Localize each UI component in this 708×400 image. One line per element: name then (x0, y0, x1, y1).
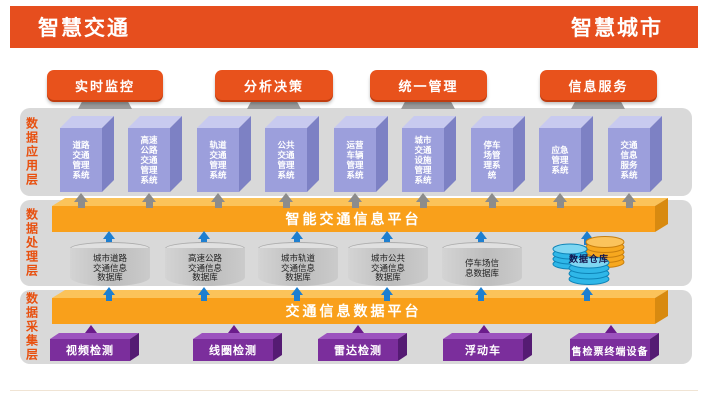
button-unified-management: 统一管理 (370, 70, 487, 100)
data-warehouse-stack-icon (552, 236, 625, 285)
source-box-floating-car: 浮动车 (443, 339, 523, 361)
database-cylinder-urban-road: 城市道路 交通信息 数据库 (70, 242, 150, 286)
up-arrow-icon (142, 193, 156, 208)
system-box-road-traffic: 道路 交通 管理 系统 (60, 128, 102, 192)
layer-label-processing: 数据处理层 (24, 208, 39, 278)
up-arrow-icon (485, 193, 499, 208)
up-arrow-icon (211, 193, 225, 208)
system-box-label: 轨道 交通 管理 系统 (209, 140, 227, 180)
database-cylinder-parking: 停车场信 息数据库 (442, 242, 522, 286)
database-cylinder-public-transport: 城市公共 交通信息 数据库 (348, 242, 428, 286)
up-arrow-icon (416, 193, 430, 208)
button-connector-tab (78, 99, 132, 109)
system-box-public-transport: 公共 交通 管理 系统 (265, 128, 307, 192)
slide-bottom-divider (10, 390, 698, 391)
system-box-parking: 停车 场管 理系 统 (471, 128, 513, 192)
layer-label-collection: 数据采集层 (24, 292, 39, 362)
traffic-data-platform-bar: 交通信息数据平台 (52, 298, 655, 324)
system-box-label: 公共 交通 管理 系统 (277, 140, 295, 180)
database-label: 高速公路 交通信息 数据库 (187, 253, 222, 283)
page-title: 智慧交通 (38, 17, 130, 40)
button-information-service: 信息服务 (540, 70, 657, 100)
system-box-urban-facilities: 城市 交通 设施 管理 系统 (402, 128, 444, 192)
database-label: 城市公共 交通信息 数据库 (370, 253, 405, 283)
button-connector-tab (571, 99, 625, 109)
source-box-loop-detection: 线圈检测 (193, 339, 273, 361)
system-box-traffic-info-service: 交通 信息 服务 系统 (608, 128, 650, 192)
up-arrow-icon (553, 193, 567, 208)
system-box-label: 应急 管理 系统 (551, 145, 569, 175)
up-arrow-icon (198, 287, 210, 301)
system-box-rail-transit: 轨道 交通 管理 系统 (197, 128, 239, 192)
intelligent-traffic-platform-bar: 智能交通信息平台 (52, 206, 655, 232)
system-box-label: 城市 交通 设施 管理 系统 (414, 135, 432, 185)
up-arrow-icon (348, 193, 362, 208)
up-arrow-icon (103, 287, 115, 301)
up-arrow-icon (475, 287, 487, 301)
up-arrow-icon (381, 287, 393, 301)
system-box-label: 停车 场管 理系 统 (483, 140, 501, 180)
database-label: 城市道路 交通信息 数据库 (92, 253, 127, 283)
up-arrow-icon (74, 193, 88, 208)
database-label: 停车场信 息数据库 (464, 258, 499, 278)
data-warehouse-label: 数据仓库 (568, 254, 609, 264)
database-label: 城市轨道 交通信息 数据库 (280, 253, 315, 283)
header-bar: 智慧交通 智慧城市 (10, 6, 698, 48)
system-box-label: 高速 公路 交通 管理 系统 (140, 135, 158, 185)
button-connector-tab (247, 99, 301, 109)
header-right-title: 智慧城市 (571, 17, 663, 40)
system-box-label: 交通 信息 服务 系统 (620, 140, 638, 180)
up-arrow-icon (279, 193, 293, 208)
system-box-label: 运营 车辆 管理 系统 (346, 140, 364, 180)
button-realtime-monitoring: 实时监控 (47, 70, 163, 100)
system-box-operating-vehicles: 运营 车辆 管理 系统 (334, 128, 376, 192)
button-connector-tab (401, 99, 455, 109)
database-cylinder-rail: 城市轨道 交通信息 数据库 (258, 242, 338, 286)
layer-label-application: 数据应用层 (24, 117, 39, 187)
database-cylinder-highway: 高速公路 交通信息 数据库 (165, 242, 245, 286)
source-box-video-detection: 视频检测 (50, 339, 130, 361)
button-analysis-decision: 分析决策 (215, 70, 333, 100)
source-box-radar-detection: 雷达检测 (318, 339, 398, 361)
system-box-emergency: 应急 管理 系统 (539, 128, 581, 192)
system-box-label: 道路 交通 管理 系统 (72, 140, 90, 180)
up-arrow-icon (291, 287, 303, 301)
up-arrow-icon (622, 193, 636, 208)
system-box-highway: 高速 公路 交通 管理 系统 (128, 128, 170, 192)
source-box-ticketing-terminal: 售检票终端设备 (570, 339, 650, 361)
up-arrow-icon (581, 287, 593, 301)
